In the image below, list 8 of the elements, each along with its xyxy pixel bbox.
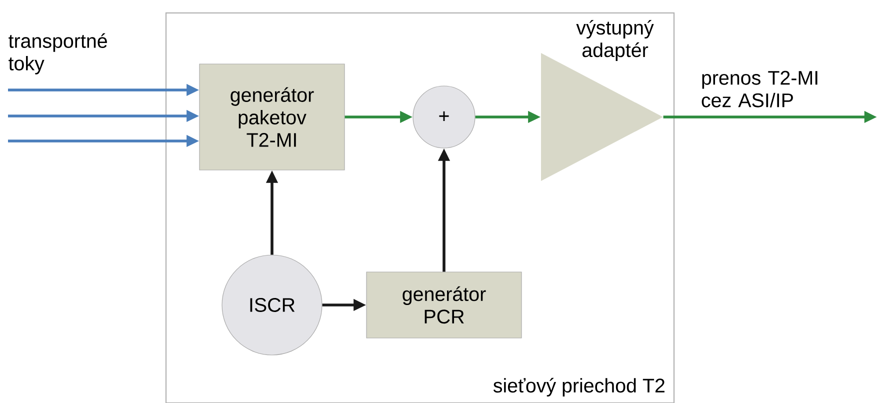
edge-label: prenos T2-MI cez ASI/IP	[702, 70, 818, 108]
process-box: generátor paketov T2-MI	[199, 64, 345, 170]
process-box: generátor PCR	[366, 272, 522, 338]
node-label: výstupný	[576, 20, 654, 39]
adapter-triangle: výstupný adaptér	[541, 20, 663, 181]
circle-node: ISCR	[222, 254, 322, 356]
input-label: transportné toky	[8, 33, 107, 74]
circle-node: +	[412, 86, 476, 148]
